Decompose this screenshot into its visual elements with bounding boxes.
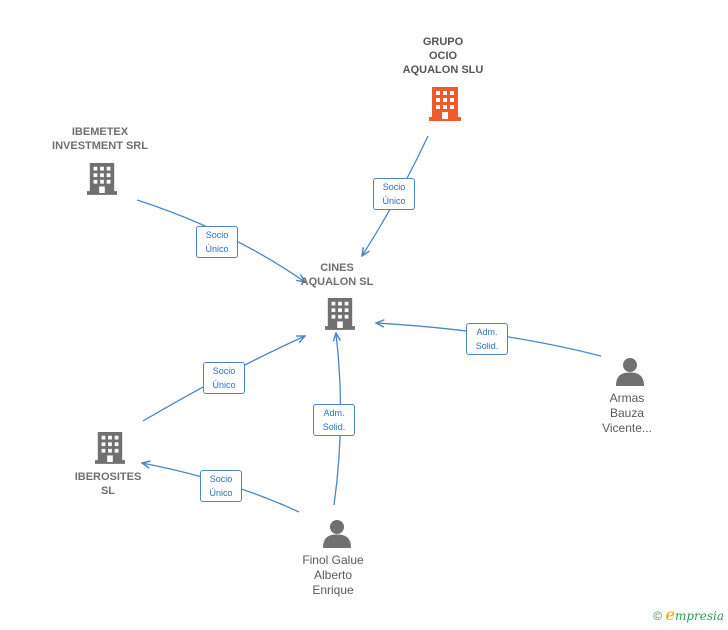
grupo-ocio-label[interactable]: GRUPO OCIO AQUALON SLU <box>402 36 484 76</box>
iberosites-building-icon[interactable] <box>95 432 125 464</box>
armas-label[interactable]: Armas Bauza Vicente... <box>602 391 652 435</box>
grupo-ocio-building-icon[interactable] <box>429 87 461 121</box>
finol-person-icon[interactable] <box>323 520 351 548</box>
edge-label-ibemetex-to-cines[interactable]: Socio Único <box>196 226 238 258</box>
edge-label-iberosites-to-cines[interactable]: Socio Único <box>203 362 245 394</box>
finol-label[interactable]: Finol Galue Alberto Enrique <box>302 553 364 597</box>
copyright-icon: © <box>653 609 663 623</box>
ibemetex-label[interactable]: IBEMETEX INVESTMENT SRL <box>52 126 148 152</box>
armas-person-icon[interactable] <box>616 358 644 386</box>
empresia-logo-initial: e <box>665 605 675 624</box>
edge-label-finol-to-iberosites[interactable]: Socio Único <box>200 470 242 502</box>
empresia-footer[interactable]: © empresia <box>653 605 724 624</box>
empresia-logo-text: mpresia <box>674 609 724 623</box>
ibemetex-building-icon[interactable] <box>87 163 117 195</box>
iberosites-label[interactable]: IBEROSITES SL <box>74 471 142 497</box>
cines-building-icon[interactable] <box>325 298 355 330</box>
edge-label-finol-to-cines[interactable]: Adm. Solid. <box>313 404 355 436</box>
edge-label-grupo_ocio-to-cines[interactable]: Socio Único <box>373 178 415 210</box>
edge-label-armas-to-cines[interactable]: Adm. Solid. <box>466 323 508 355</box>
cines-label[interactable]: CINES AQUALON SL <box>300 262 374 288</box>
